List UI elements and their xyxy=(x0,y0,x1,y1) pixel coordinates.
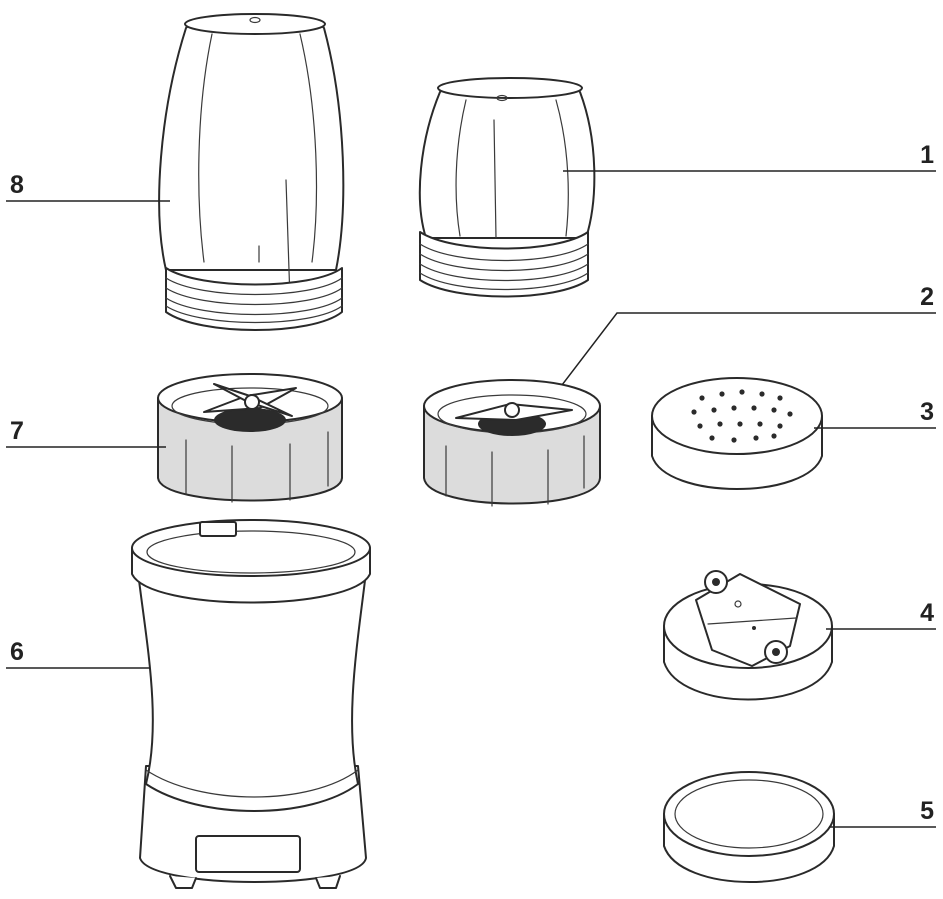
callout-6: 6 xyxy=(10,638,24,666)
motor-base xyxy=(131,519,371,889)
tall-cup xyxy=(158,13,345,331)
callout-leaders xyxy=(6,170,936,828)
short-cup xyxy=(418,77,596,298)
callout-1: 1 xyxy=(920,141,934,169)
shaker-lid xyxy=(651,377,823,490)
callout-7: 7 xyxy=(10,417,24,445)
callout-4: 4 xyxy=(920,599,934,627)
callout-3: 3 xyxy=(920,398,934,426)
flip-top-lid xyxy=(663,570,833,701)
shaker-holes xyxy=(691,389,793,443)
callout-labels: 1 2 3 4 5 6 7 8 xyxy=(10,141,934,825)
solid-lid xyxy=(663,771,835,883)
callout-8: 8 xyxy=(10,171,24,199)
flat-blade-assembly xyxy=(423,379,601,507)
cross-blade-assembly xyxy=(157,373,343,503)
callout-2: 2 xyxy=(920,283,934,311)
leader-2 xyxy=(561,312,936,386)
callout-5: 5 xyxy=(920,797,934,825)
